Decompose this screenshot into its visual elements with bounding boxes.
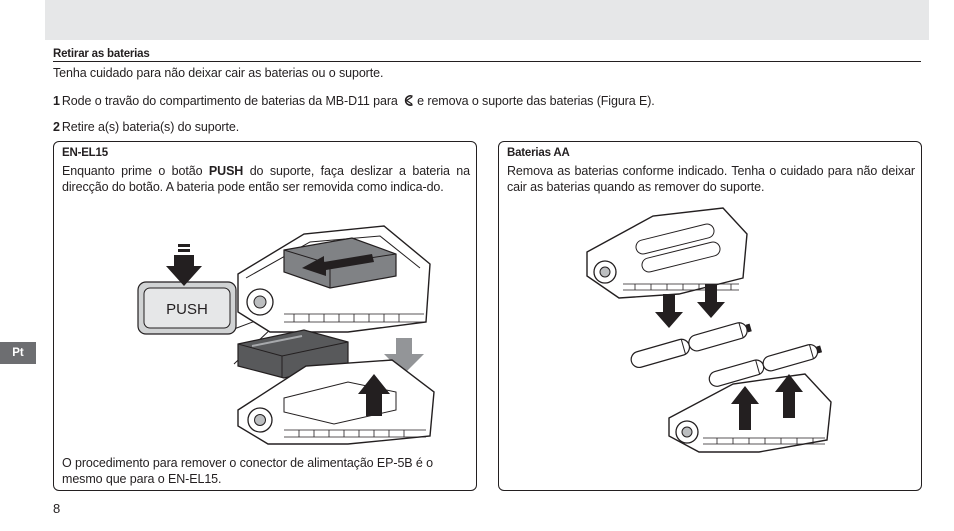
panel-body: Enquanto prime o botão PUSH do suporte, … <box>62 163 470 195</box>
step-number: 1 <box>53 94 60 108</box>
header-band <box>45 0 929 40</box>
aa-batteries-panel: Baterias AA Remova as baterias conforme … <box>498 141 922 491</box>
panel-title: EN-EL15 <box>62 147 108 159</box>
aa-battery-pair-left <box>630 322 752 369</box>
en-el15-removal-illustration: PUSH <box>137 225 435 445</box>
panel-body-text: Enquanto prime o botão <box>62 164 203 178</box>
panel-body-text-continued: do suporte, faça deslizar a bateria na d… <box>62 164 471 194</box>
en-el15-panel: EN-EL15 Enquanto prime o botão PUSH do s… <box>53 141 477 491</box>
step-text-continued: e remova o suporte das baterias (Figura … <box>417 94 655 108</box>
aa-holder-lower <box>668 373 832 453</box>
aa-removal-illustration <box>586 207 832 453</box>
page-number: 8 <box>53 501 61 516</box>
battery-holder-lower <box>237 359 435 445</box>
aa-holder-upper <box>586 207 748 299</box>
section-heading: Retirar as baterias <box>53 48 921 62</box>
panel-footer-note: O procedimento para remover o conector d… <box>62 456 433 486</box>
push-button-closeup: PUSH <box>137 281 237 335</box>
step-number: 2 <box>53 120 60 134</box>
press-arrow-icon <box>166 244 202 286</box>
push-word: PUSH <box>208 164 244 178</box>
battery-holder-upper <box>237 225 431 333</box>
push-label: PUSH <box>166 301 208 318</box>
panel-body: Remova as baterias conforme indicado. Te… <box>507 164 915 194</box>
lever-icon <box>403 94 415 110</box>
panel-title: Baterias AA <box>507 147 570 159</box>
step-text: Retire a(s) bateria(s) do suporte. <box>61 120 240 134</box>
language-tab: Pt <box>0 342 36 364</box>
aa-battery-pair-right <box>708 343 823 387</box>
step-text: Rode o travão do compartimento de bateri… <box>61 94 398 108</box>
intro-text: Tenha cuidado para não deixar cair as ba… <box>53 66 384 80</box>
